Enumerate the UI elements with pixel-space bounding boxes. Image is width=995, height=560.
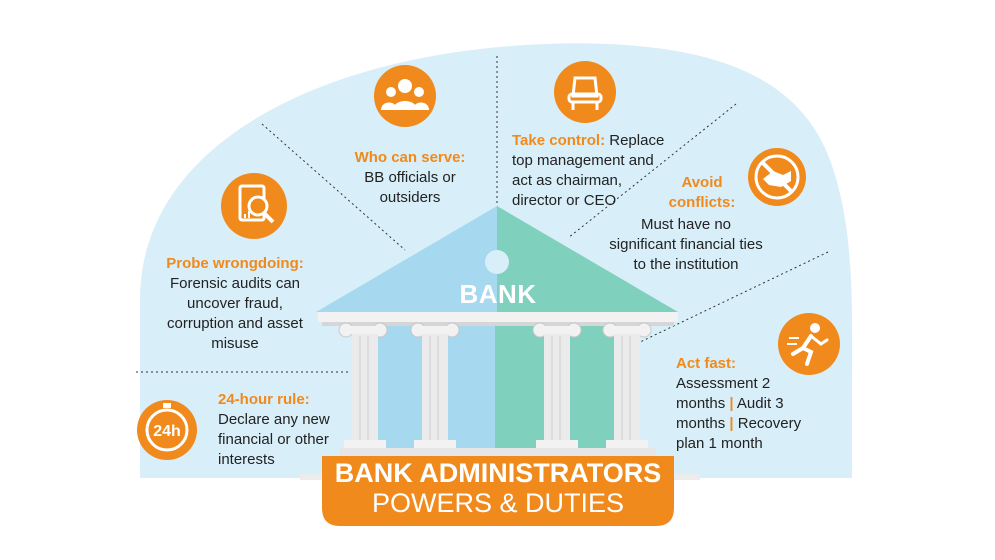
act-fast-line-6: plan 1 month xyxy=(676,435,763,452)
pillar-1 xyxy=(338,322,388,448)
probe-wrongdoing-line-1: Forensic audits can xyxy=(169,275,301,292)
entablature xyxy=(318,312,678,322)
take-control-line-3: director or CEO xyxy=(512,192,617,209)
title-banner xyxy=(322,456,674,526)
avoid-conflicts-line-3: to the institution xyxy=(633,256,739,273)
act-fast-text: Act fast: Assessment 2 months | Audit 3 … xyxy=(676,354,816,454)
act-fast-line-5: Recovery xyxy=(737,415,802,432)
no-handshake-icon xyxy=(748,148,806,206)
24-hour-rule-text: 24-hour rule: Declare any new financial … xyxy=(218,390,348,470)
magnifier-document-icon xyxy=(221,173,287,239)
pillar-2 xyxy=(410,322,460,448)
probe-wrongdoing-text: Probe wrongdoing: Forensic audits can un… xyxy=(150,254,320,354)
throne-chair-icon xyxy=(554,61,616,123)
who-can-serve-line-1: BB officials or xyxy=(364,169,456,186)
who-can-serve-label: Who can serve: xyxy=(354,149,466,166)
roof-left xyxy=(316,206,497,312)
roof-oculus xyxy=(485,250,509,274)
banner-subtitle: POWERS & DUTIES xyxy=(371,488,625,518)
take-control-label: Take control: xyxy=(512,132,606,149)
take-control-line-2: act as chairman, xyxy=(512,172,623,189)
probe-wrongdoing-line-3: corruption and asset xyxy=(167,315,303,332)
24-hour-rule-line-2: financial or other xyxy=(218,431,329,448)
banner-title: BANK ADMINISTRATORS xyxy=(334,458,662,488)
roof-right xyxy=(497,206,678,312)
pillar-3 xyxy=(532,322,582,448)
probe-wrongdoing-line-4: misuse xyxy=(211,335,259,352)
act-fast-line-4: months xyxy=(676,415,726,432)
who-can-serve-text: Who can serve: BB officials or outsiders xyxy=(345,148,475,208)
24-hour-rule-line-3: interests xyxy=(218,451,275,468)
probe-wrongdoing-line-2: uncover fraud, xyxy=(187,295,283,312)
avoid-conflicts-line-2: significant financial ties xyxy=(609,236,763,253)
who-can-serve-line-2: outsiders xyxy=(379,189,441,206)
running-person-icon xyxy=(778,313,840,375)
act-fast-label: Act fast: xyxy=(676,355,737,372)
act-fast-line-2: months xyxy=(676,395,726,412)
separator-bar: | xyxy=(729,395,734,412)
bank-building xyxy=(300,206,700,480)
take-control-line-1: top management and xyxy=(512,152,654,169)
act-fast-line-1: Assessment 2 xyxy=(676,375,771,392)
avoid-conflicts-label-1: Avoid xyxy=(681,174,723,191)
pillars xyxy=(338,322,652,448)
act-fast-line-3: Audit 3 xyxy=(736,395,784,412)
take-control-line-0: Replace xyxy=(605,132,665,149)
pillar-4 xyxy=(602,322,652,448)
building-steps xyxy=(340,448,656,456)
clock-24h-text: 24h xyxy=(153,423,181,440)
people-icon xyxy=(374,65,436,127)
avoid-conflicts-line-1: Must have no xyxy=(640,216,732,233)
avoid-conflicts-label-2: conflicts: xyxy=(668,194,736,211)
clock-24h-icon: 24h xyxy=(137,400,197,460)
avoid-conflicts-label: Avoid conflicts: xyxy=(662,173,742,213)
24-hour-rule-line-1: Declare any new xyxy=(218,411,330,428)
separator-bar: | xyxy=(729,415,734,432)
dashed-dividers xyxy=(136,56,829,373)
bank-label: BANK xyxy=(459,279,537,309)
24-hour-rule-label: 24-hour rule: xyxy=(218,391,310,408)
avoid-conflicts-text: Must have no significant financial ties … xyxy=(596,215,776,275)
take-control-text: Take control: Replace top management and… xyxy=(512,131,682,211)
probe-wrongdoing-label: Probe wrongdoing: xyxy=(166,255,304,272)
